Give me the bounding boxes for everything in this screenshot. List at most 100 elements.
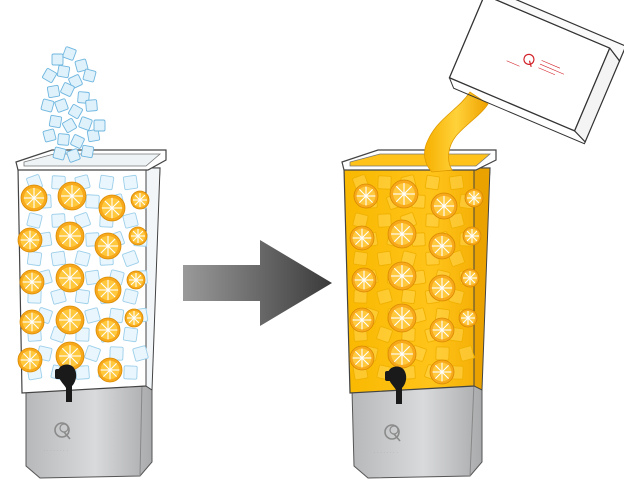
ice-cube-icon [448, 250, 465, 267]
orange-slice-icon [55, 221, 85, 251]
orange-slice-icon [130, 190, 150, 210]
orange-slice-icon [97, 357, 123, 383]
ice-cube-icon [62, 118, 77, 133]
ice-cube-icon [68, 74, 83, 89]
ice-cube-icon [74, 58, 89, 73]
orange-slice-icon [428, 274, 456, 302]
carton-logo-icon [523, 53, 535, 68]
orange-slice-icon [349, 345, 375, 371]
ice-cube-icon [352, 250, 369, 267]
ice-cube-icon [85, 194, 100, 209]
dispenser-base-left [25, 382, 153, 479]
ice-cube-icon [376, 288, 393, 305]
ice-cube-icon [40, 98, 55, 113]
ice-cube-icon [62, 46, 77, 61]
ice-cube-icon [448, 174, 465, 191]
spigot-icon [55, 364, 77, 402]
orange-slice-icon [387, 219, 417, 249]
spigot-icon [385, 366, 407, 404]
orange-slice-icon [387, 261, 417, 291]
ice-cube-icon [93, 119, 106, 132]
ice-cube-icon [122, 326, 139, 343]
ice-cube-icon [84, 307, 101, 324]
brand-logo-icon [384, 424, 401, 442]
ice-cube-icon [57, 133, 70, 146]
orange-slice-icon [429, 317, 455, 343]
orange-slice-icon [94, 232, 122, 260]
ice-cube-icon [424, 174, 441, 191]
ice-cube-icon [60, 82, 75, 97]
orange-slice-icon [19, 269, 45, 295]
orange-slices-left [17, 181, 150, 383]
ice-cube-icon [98, 174, 115, 191]
ice-cube-icon [74, 288, 91, 305]
orange-slice-icon [55, 341, 85, 371]
ice-cube-icon [70, 134, 85, 149]
ice-cube-icon [26, 212, 43, 229]
orange-slice-icon [55, 305, 85, 335]
ice-cube-icon [377, 175, 392, 190]
ice-cube-icon [122, 174, 139, 191]
orange-slice-icon [124, 308, 144, 328]
ice-cube-icon [80, 144, 95, 159]
ice-cube-icon [458, 345, 475, 362]
ice-cube-icon [46, 84, 61, 99]
ice-cube-icon [75, 365, 90, 380]
ice-cubes-falling [40, 46, 106, 163]
juice-carton [448, 0, 624, 145]
orange-slice-icon [389, 179, 419, 209]
ice-cube-icon [400, 288, 417, 305]
ice-cube-icon [376, 250, 393, 267]
ice-cube-icon [78, 116, 93, 131]
ice-cube-icon [132, 345, 149, 362]
orange-slice-icon [17, 347, 43, 373]
ice-cube-icon [425, 213, 440, 228]
ice-cube-icon [122, 250, 139, 267]
ice-cube-icon [66, 148, 81, 163]
brand-fineprint-left: · · · · · · · · [44, 449, 68, 453]
ice-cube-icon [377, 213, 392, 228]
orange-slice-icon [387, 303, 417, 333]
orange-slice-icon [464, 188, 484, 208]
orange-slice-icon [387, 339, 417, 369]
orange-slice-icon [430, 192, 458, 220]
ice-cube-icon [435, 346, 450, 361]
orange-slice-icon [353, 183, 379, 209]
ice-cube-icon [50, 250, 67, 267]
ice-cube-icon [85, 99, 98, 112]
ice-cube-icon [122, 288, 139, 305]
orange-slice-icon [55, 263, 85, 293]
ice-cube-icon [56, 64, 71, 79]
orange-slices-right [349, 179, 484, 385]
ice-cube-icon [74, 250, 91, 267]
ice-cube-icon [84, 269, 101, 286]
orange-slice-icon [428, 232, 456, 260]
arrow-right-icon [183, 240, 332, 326]
orange-slice-icon [98, 194, 126, 222]
ice-cube-icon [42, 68, 57, 83]
ice-cube-icon [52, 146, 67, 161]
orange-slice-icon [94, 276, 122, 304]
brand-fineprint-right: · · · · · · · · [374, 451, 398, 455]
ice-cube-icon [82, 68, 97, 83]
orange-slice-icon [349, 225, 375, 251]
orange-slice-icon [126, 270, 146, 290]
ice-cube-icon [122, 212, 139, 229]
ice-cube-icon [376, 326, 393, 343]
ice-cube-icon [86, 128, 101, 143]
ice-cube-icon [123, 365, 138, 380]
juice-pour-stream [424, 91, 489, 173]
ice-cube-icon [26, 250, 43, 267]
orange-slice-icon [349, 307, 375, 333]
brand-logo-icon [54, 422, 71, 440]
orange-slice-icon [128, 226, 148, 246]
orange-slice-icon [57, 181, 87, 211]
orange-slice-icon [95, 317, 121, 343]
dispenser-base-right [351, 382, 483, 479]
orange-slice-icon [429, 359, 455, 385]
orange-slice-icon [20, 184, 48, 212]
ice-cube-icon [54, 98, 69, 113]
dispenser-left: · · · · · · · · [15, 149, 167, 479]
ice-cube-icon [75, 327, 90, 342]
